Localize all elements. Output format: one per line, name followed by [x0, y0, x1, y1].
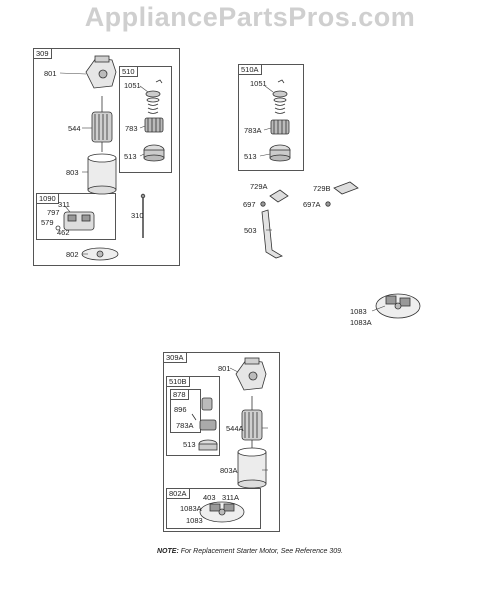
part-label: 311	[58, 200, 70, 209]
brush-plate-1083-icon	[375, 293, 421, 319]
part-label: 310	[131, 211, 144, 220]
part-label: 1083	[350, 307, 367, 316]
part-label: 802	[66, 250, 79, 259]
gear-783-icon	[144, 117, 164, 133]
frame-510: 510	[119, 66, 172, 173]
armature-544-icon	[91, 96, 113, 152]
frame-label: 510	[119, 66, 138, 77]
part-label: 311A	[222, 493, 239, 502]
part-label: 783A	[176, 421, 194, 430]
part-label: 783A	[244, 126, 262, 135]
nut-697A-icon	[325, 201, 331, 207]
frame-label: 510A	[238, 64, 262, 75]
part-label: 783	[125, 124, 138, 133]
bracket-729A-icon	[269, 189, 289, 203]
part-label: 729A	[250, 182, 268, 191]
frame-label: 309A	[163, 352, 187, 363]
part-label: 801	[218, 364, 231, 373]
clutch-513-icon	[198, 439, 218, 451]
bracket-729B-icon	[333, 181, 359, 195]
frame-878: 878	[170, 389, 201, 433]
part-label: 896	[174, 405, 187, 414]
part-label: 1083	[186, 516, 203, 525]
reference-note: NOTE: For Replacement Starter Motor, See…	[0, 548, 500, 555]
part-label: 697	[243, 200, 256, 209]
part-label: 503	[244, 226, 257, 235]
bolt-310-icon	[140, 193, 146, 238]
part-label: 579	[41, 218, 54, 227]
part-label: 513	[244, 152, 257, 161]
brush-plate-802A-icon	[199, 501, 245, 523]
end-cap-801-icon	[85, 55, 117, 89]
frame-510A: 510A	[238, 64, 304, 171]
clutch-513-icon	[143, 144, 165, 162]
part-label: 1051	[250, 79, 267, 88]
housing-803-icon	[87, 153, 117, 195]
frame-label: 802A	[166, 488, 190, 499]
cup-icon	[145, 90, 161, 114]
gear-icon	[201, 397, 213, 411]
frame-309: 309	[33, 48, 180, 266]
cup-icon	[272, 90, 288, 114]
part-label: 1051	[124, 81, 141, 90]
note-text: For Replacement Starter Motor, See Refer…	[178, 548, 343, 555]
frame-label: 510B	[166, 376, 190, 387]
spring-1051-icon	[155, 79, 163, 84]
frame-label: 1090	[36, 193, 59, 204]
part-label: 797	[47, 208, 60, 217]
part-label: 801	[44, 69, 57, 78]
gear-783A-icon	[199, 419, 217, 431]
part-label: 697A	[303, 200, 321, 209]
spring-1051-icon	[277, 79, 285, 84]
gear-783A-icon	[270, 119, 290, 135]
end-cap-801-icon	[235, 357, 267, 391]
part-label: 513	[183, 440, 196, 449]
frame-309A: 309A	[163, 352, 280, 532]
leader-lines	[59, 72, 386, 471]
part-label: 513	[124, 152, 137, 161]
frame-1090: 1090	[36, 193, 116, 240]
part-label: 1083A	[350, 318, 372, 327]
pin-896-icon	[191, 413, 197, 421]
bracket-503-icon	[261, 209, 283, 259]
frame-label: 878	[170, 389, 189, 400]
housing-803A-icon	[237, 447, 267, 489]
part-label: 544A	[226, 424, 244, 433]
part-label: 803A	[220, 466, 238, 475]
frame-label: 309	[33, 48, 52, 59]
armature-544A-icon	[241, 396, 263, 450]
nut-697-icon	[260, 201, 266, 207]
note-prefix: NOTE:	[157, 548, 179, 555]
part-label: 803	[66, 168, 79, 177]
clutch-513-icon	[269, 144, 291, 162]
frame-802A: 802A	[166, 488, 261, 529]
part-label: 729B	[313, 184, 331, 193]
part-label: 462	[57, 228, 70, 237]
part-label: 403	[203, 493, 216, 502]
watermark: AppliancePartsPros.com	[84, 2, 416, 32]
brush-assembly-1090-icon	[55, 211, 95, 231]
part-label: 1083A	[180, 504, 202, 513]
frame-510B: 510B	[166, 376, 220, 456]
part-label: 544	[68, 124, 81, 133]
